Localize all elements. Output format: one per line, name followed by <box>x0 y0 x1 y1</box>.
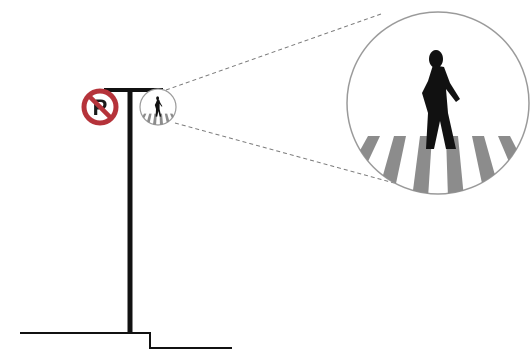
pedestrian-crossing-sign-small <box>139 89 177 126</box>
ground-line <box>20 333 232 348</box>
no-parking-sign: P <box>84 91 116 123</box>
pedestrian-crossing-sign-zoomed <box>342 12 532 198</box>
